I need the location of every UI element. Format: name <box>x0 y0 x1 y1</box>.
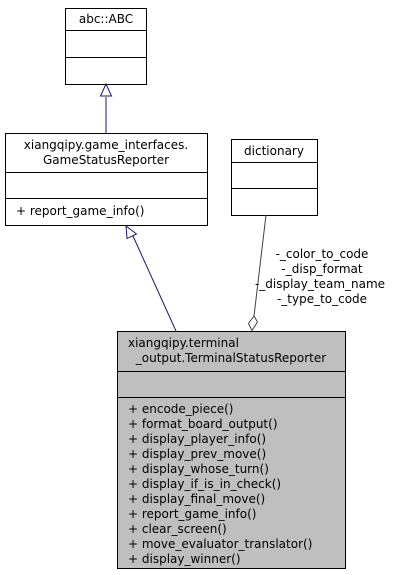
class-game-status-reporter-box <box>5 133 208 226</box>
method-clear-screen: + clear_screen() <box>128 522 227 536</box>
aggregation-label-color-to-code: -_color_to_code <box>276 247 369 261</box>
class-terminal-status-reporter-name-line-1: xiangqipy.terminal <box>128 336 239 350</box>
class-game-status-reporter-name-line-2: GameStatusReporter <box>43 153 169 167</box>
method-display-whose-turn: + display_whose_turn() <box>128 462 269 476</box>
aggregation-diamond <box>247 315 259 332</box>
inheritance-arrowhead <box>125 224 138 240</box>
class-abc-name: abc::ABC <box>79 12 133 26</box>
method-display-winner: + display_winner() <box>128 552 241 566</box>
class-terminal-status-reporter-name-line-2: _output.TerminalStatusReporter <box>135 351 327 365</box>
aggregation-label-type-to-code: -_type_to_code <box>277 292 367 306</box>
class-dictionary-name: dictionary <box>244 144 304 158</box>
class-game-status-reporter-name-line-1: xiangqipy.game_interfaces. <box>24 138 188 152</box>
method-display-final-move: + display_final_move() <box>128 492 265 506</box>
method-display-player-info: + display_player_info() <box>128 432 266 446</box>
method-display-if-is-in-check: + display_if_is_in_check() <box>128 477 281 491</box>
inheritance-arrowhead <box>99 82 113 97</box>
class-dictionary-box <box>231 139 318 216</box>
aggregation-label-display-team-name: -_display_team_name <box>255 277 385 291</box>
method-move-evaluator-translator: + move_evaluator_translator() <box>128 537 312 551</box>
aggregation-line <box>253 214 267 317</box>
class-abc-box <box>65 8 147 85</box>
aggregation-edge-tsr-dictionary: -_color_to_code -_disp_format -_display_… <box>247 214 385 332</box>
method-display-prev-move: + display_prev_move() <box>128 447 266 461</box>
class-game-status-reporter-method: + report_game_info() <box>16 204 144 218</box>
class-terminal-status-reporter[interactable]: xiangqipy.terminal _output.TerminalStatu… <box>117 331 346 569</box>
method-report-game-info: + report_game_info() <box>128 507 256 521</box>
inheritance-line <box>132 235 177 332</box>
method-format-board-output: + format_board_output() <box>128 417 278 431</box>
aggregation-label-disp-format: -_disp_format <box>281 262 362 276</box>
class-abc[interactable]: abc::ABC <box>65 8 147 85</box>
class-dictionary[interactable]: dictionary <box>231 139 318 216</box>
inheritance-edge-tsr-gsr <box>125 224 177 332</box>
method-encode-piece: + encode_piece() <box>128 402 233 416</box>
inheritance-edge-gsr-abc <box>99 82 113 133</box>
class-game-status-reporter[interactable]: xiangqipy.game_interfaces. GameStatusRep… <box>5 133 208 226</box>
